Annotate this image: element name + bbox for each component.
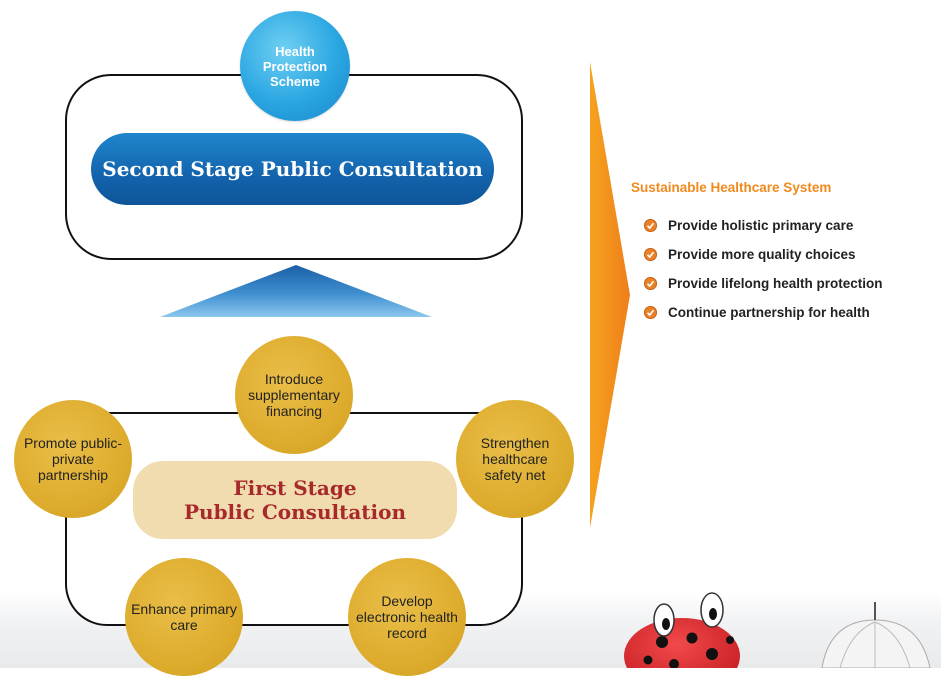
first-stage-line-2: Public Consultation [183,500,406,524]
hps-line-2: Protection [262,58,328,74]
list-item-label: Provide more quality choices [668,247,856,262]
ladybird-icon [624,592,740,668]
check-icon [644,306,657,319]
circle-supplementary-financing: Introduce supplementary financing [235,336,353,454]
health-protection-scheme-circle: Health Protection Scheme [240,11,350,121]
progression-up-arrow [160,265,432,317]
sustainable-healthcare-list: Provide holistic primary care Provide mo… [644,211,883,327]
supplementary-financing-text: Introduce supplementary financing [248,371,340,419]
primary-care-text: Enhance primary care [131,601,237,633]
check-icon [644,219,657,232]
healthcare-safety-net-text: Strengthen healthcare safety net [480,435,550,483]
list-item: Continue partnership for health [644,298,883,327]
check-icon [644,277,657,290]
list-item-label: Provide lifelong health protection [668,276,883,291]
hps-line-1: Health [275,43,315,59]
first-stage-consultation-label: First Stage Public Consultation [133,461,457,539]
circle-primary-care: Enhance primary care [125,558,243,676]
circle-public-private-partnership: Promote public-private partnership [14,400,132,518]
electronic-health-record-text: Develop electronic health record [356,593,458,641]
sustainable-healthcare-title: Sustainable Healthcare System [631,180,832,195]
circle-healthcare-safety-net: Strengthen healthcare safety net [456,400,574,518]
list-item: Provide more quality choices [644,240,883,269]
list-item: Provide lifelong health protection [644,269,883,298]
second-stage-consultation-label: Second Stage Public Consultation [91,133,494,205]
public-private-partnership-text: Promote public-private partnership [23,435,123,483]
list-item-label: Provide holistic primary care [668,218,854,233]
list-item: Provide holistic primary care [644,211,883,240]
circle-electronic-health-record: Develop electronic health record [348,558,466,676]
first-stage-line-1: First Stage [233,476,357,500]
list-item-label: Continue partnership for health [668,305,870,320]
orange-right-arrow [590,62,630,528]
check-icon [644,248,657,261]
hps-line-3: Scheme [270,73,320,89]
ladybird-mascot-illustration [624,592,931,668]
umbrella-icon [821,602,931,668]
